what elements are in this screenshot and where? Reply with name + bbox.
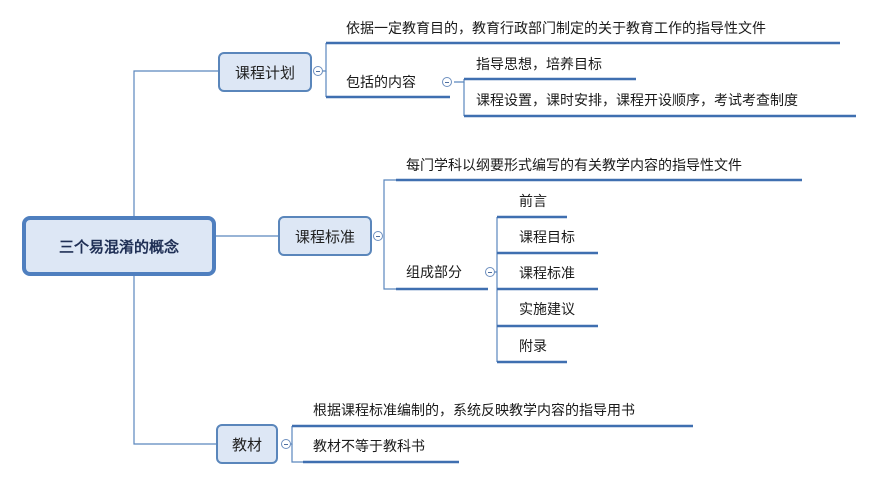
leaf-label: 实施建议: [519, 302, 575, 318]
leaf-label: 包括的内容: [346, 75, 416, 91]
textbook-definition[interactable]: 根据课程标准编制的，系统反映教学内容的指导用书: [313, 402, 635, 420]
connector-contents-1: [454, 79, 465, 83]
leaf-label: 每门学科以纲要形式编写的有关教学内容的指导性文件: [406, 158, 742, 174]
connector-root-textbook: [133, 275, 216, 445]
standard-part-item[interactable]: 课程标准: [519, 265, 575, 283]
collapse-toggle-icon[interactable]: [485, 267, 495, 277]
standard-part-item[interactable]: 课程目标: [519, 229, 575, 247]
leaf-label: 指导思想，培养目标: [476, 57, 602, 73]
branch-label: 课程标准: [294, 227, 355, 246]
textbook-note[interactable]: 教材不等于教科书: [313, 438, 425, 456]
plan-definition[interactable]: 依据一定教育目的，教育行政部门制定的关于教育工作的指导性文件: [346, 20, 766, 38]
branch-label: 教材: [231, 435, 262, 454]
leaf-label: 课程设置，课时安排，课程开设顺序，考试考查制度: [476, 93, 798, 109]
collapse-toggle-icon[interactable]: [281, 439, 291, 449]
leaf-label: 课程标准: [519, 266, 575, 282]
plan-content-item[interactable]: 课程设置，课时安排，课程开设顺序，考试考查制度: [476, 92, 798, 110]
connector-textbook-note: [291, 444, 303, 463]
leaf-label: 根据课程标准编制的，系统反映教学内容的指导用书: [313, 403, 635, 419]
branch-node-standard[interactable]: 课程标准: [278, 216, 372, 256]
connector-standard-parts: [383, 236, 396, 290]
leaf-label: 前言: [519, 194, 547, 210]
standard-part-item[interactable]: 附录: [519, 338, 547, 356]
plan-contents-node[interactable]: 包括的内容: [346, 74, 416, 92]
collapse-toggle-icon[interactable]: [313, 66, 323, 76]
leaf-label: 组成部分: [406, 265, 462, 281]
connector-standard-def: [383, 179, 396, 236]
leaf-label: 课程目标: [519, 230, 575, 246]
leaf-label: 附录: [519, 339, 547, 355]
branch-label: 课程计划: [234, 63, 295, 82]
standard-part-item[interactable]: 实施建议: [519, 301, 575, 319]
branch-node-plan[interactable]: 课程计划: [218, 52, 312, 92]
plan-content-item[interactable]: 指导思想，培养目标: [476, 56, 602, 74]
standard-parts-node[interactable]: 组成部分: [406, 264, 462, 282]
connector-root-plan: [133, 70, 218, 218]
root-label: 三个易混淆的概念: [58, 237, 179, 256]
branch-node-textbook[interactable]: 教材: [216, 424, 278, 464]
collapse-toggle-icon[interactable]: [442, 77, 452, 87]
root-node[interactable]: 三个易混淆的概念: [22, 216, 216, 276]
collapse-toggle-icon[interactable]: [373, 231, 383, 241]
connector-plan-def: [322, 43, 327, 72]
leaf-label: 依据一定教育目的，教育行政部门制定的关于教育工作的指导性文件: [346, 21, 766, 37]
leaf-label: 教材不等于教科书: [313, 439, 425, 455]
standard-part-item[interactable]: 前言: [519, 193, 547, 211]
standard-definition[interactable]: 每门学科以纲要形式编写的有关教学内容的指导性文件: [406, 157, 742, 175]
connector-parts-list: [492, 217, 498, 362]
